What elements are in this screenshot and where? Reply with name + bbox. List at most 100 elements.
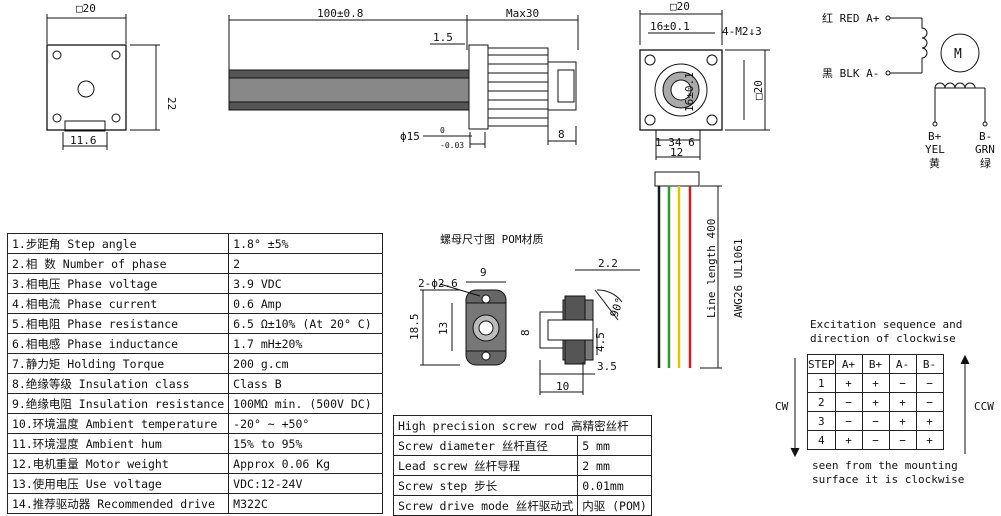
spec-value: 2 [228,253,383,274]
nut-side-width-label: 10 [556,380,569,393]
nut-angle-label: 90° [608,296,627,319]
excitation-header-cell: B+ [861,354,890,374]
excitation-header-cell: A+ [834,354,863,374]
spec-value: 1.7 mH±20% [228,333,383,354]
end-side-square-label: □20 [752,80,765,100]
excitation-cell: 2 [807,392,836,412]
screw-value: 5 mm [577,435,652,456]
ccw-label: CCW [974,400,994,413]
front-view [46,14,160,150]
excitation-cell: + [888,392,917,412]
excitation-header-cell: STEP [807,354,836,374]
excitation-row: 2−++− [807,392,944,412]
lead-cable-label: AWG26 UL1061 [732,239,745,318]
wire-bminus-label: B- [979,130,992,143]
excitation-cell: − [915,392,944,412]
end-bottom-total-label: 12 [670,146,683,159]
spec-label: 10.环境温度 Ambient temperature [6,413,230,434]
nut-holes-label: 2-ϕ2.6 [418,277,458,290]
spec-label: 13.使用电压 Use voltage [6,473,230,494]
screw-label: Screw drive mode 丝杆驱动式 [392,495,579,516]
spec-label: 8.绝缘等级 Insulation class [6,373,230,394]
spec-value: 1.8° ±5% [228,233,383,254]
excitation-cell: + [861,373,890,393]
spec-label: 6.相电感 Phase inductance [6,333,230,354]
spec-label: 3.相电压 Phase voltage [6,273,230,294]
wire-yel-cn-label: 黄 [929,156,940,170]
excitation-cell: 4 [807,430,836,450]
excitation-cell: − [888,373,917,393]
spec-row: 10.环境温度 Ambient temperature-20° ~ +50° [6,413,383,434]
spec-value: Class B [228,373,383,394]
screw-label: Screw step 步长 [392,475,579,496]
excitation-cell: + [834,373,863,393]
excitation-cell: 3 [807,411,836,431]
screw-label: Lead screw 丝杆导程 [392,455,579,476]
lead-wires [654,171,722,369]
excitation-cell: + [861,392,890,412]
wiring-schematic [885,15,988,127]
spec-value: M322C [228,493,383,514]
spec-label: 11.环境湿度 Ambient hum [6,433,230,454]
side-tol-top-label: 0 [440,126,445,135]
side-length-label: 100±0.8 [317,7,363,20]
front-square-label: □20 [76,2,96,15]
screw-header: High precision screw rod 高精密丝杆 [393,415,652,436]
spec-value: 15% to 95% [228,433,383,454]
spec-label: 12.电机重量 Motor weight [6,453,230,474]
spec-value: 6.5 Ω±10% (At 20° C) [228,313,383,334]
spec-label: 7.静力矩 Holding Torque [6,353,230,374]
screw-row: Screw drive mode 丝杆驱动式内驱 (POM) [392,495,652,516]
front-connector-label: 11.6 [70,134,97,147]
spec-value: VDC:12-24V [228,473,383,494]
excitation-header-cell: B- [915,354,944,374]
end-hole-spacing-label: 16±0.1 [650,20,690,33]
excitation-cell: + [915,411,944,431]
excitation-cell: − [861,411,890,431]
wire-grn-cn-label: 绿 [980,156,991,170]
side-max-label: Max30 [506,7,539,20]
excitation-cell: − [861,430,890,450]
excitation-cell: + [834,430,863,450]
nut-top-dim-label: 2.2 [598,257,618,270]
end-view [639,10,770,160]
screw-value: 2 mm [577,455,652,476]
spec-value: -20° ~ +50° [228,413,383,434]
screw-value: 0.01mm [577,475,652,496]
end-vert-spacing-label: 16±0.1 [683,72,696,112]
nut-side-height-label: 8 [519,329,532,336]
excitation-note-1: seen from the mounting [812,459,958,472]
nut-side-bottom-label: 3.5 [597,360,617,373]
wire-black-label: 黑 BLK A- [822,67,879,80]
excitation-row: 3−−++ [807,411,944,431]
excitation-cell: + [888,411,917,431]
spec-label: 2.相 数 Number of phase [6,253,230,274]
spec-label: 4.相电流 Phase current [6,293,230,314]
excitation-cell: − [915,373,944,393]
side-diameter-label: ϕ15 [400,130,420,143]
lead-length-label: Line length 400 [705,219,718,318]
excitation-cell: − [834,411,863,431]
wire-red-label: 红 RED A+ [822,12,880,25]
excitation-cell: + [915,430,944,450]
spec-label: 5.相电阻 Phase resistance [6,313,230,334]
nut-title: 螺母尺寸图 POM材质 [440,232,544,246]
nut-width-label: 9 [480,266,487,279]
excitation-title-2: direction of clockwise [810,332,956,345]
